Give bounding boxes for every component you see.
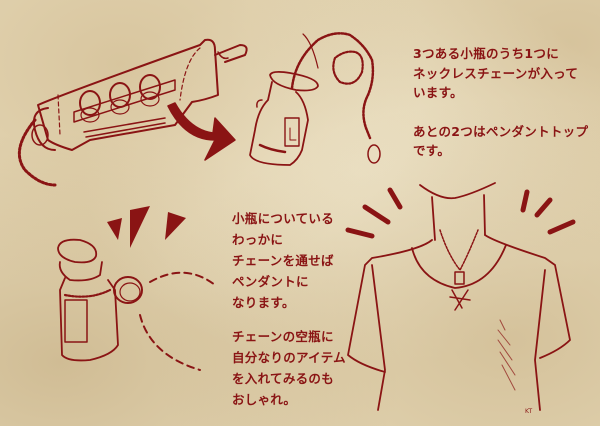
note-top: 3つある小瓶のうち1つに ネックレスチェーンが入って います。 あとの2つはペン… [413,44,588,161]
note-bottom-line-4: おしゃれ。 [232,392,297,407]
note-middle-line-1: 小瓶についている [232,211,335,226]
note-top-line-3: います。 [413,85,463,100]
note-middle-line-2: わっかに [232,232,284,247]
note-top-line-1: 3つある小瓶のうち1つに [413,46,559,61]
note-bottom-line-3: を入れてみるのも [232,371,335,386]
note-top-line-2: ネックレスチェーンが入って [413,65,579,81]
note-bottom-line-1: チェーンの空瓶に [232,329,334,344]
note-top-line-4: あとの2つはペンダントトップ [413,123,589,139]
leather-case-icon [17,38,248,187]
note-middle-line-5: なります。 [232,295,295,310]
shirt-with-pendant-icon [345,182,576,411]
note-top-gap [413,103,588,122]
note-middle-line-3: チェーンを通せば [232,253,334,268]
note-middle-line-4: ペンダントに [232,274,309,289]
artist-signature: KT [525,408,533,415]
vial-with-ring-icon [57,238,216,371]
note-bottom: チェーンの空瓶に 自分なりのアイテム を入れてみるのも おしゃれ。 [232,326,346,410]
emphasis-marks-icon [107,206,186,248]
curved-arrow-icon [167,102,236,161]
note-bottom-line-2: 自分なりのアイテム [232,350,346,365]
note-middle: 小瓶についている わっかに チェーンを通せば ペンダントに なります。 [232,208,334,313]
note-top-line-5: です。 [413,143,451,158]
vial-with-chain-icon [249,32,381,166]
